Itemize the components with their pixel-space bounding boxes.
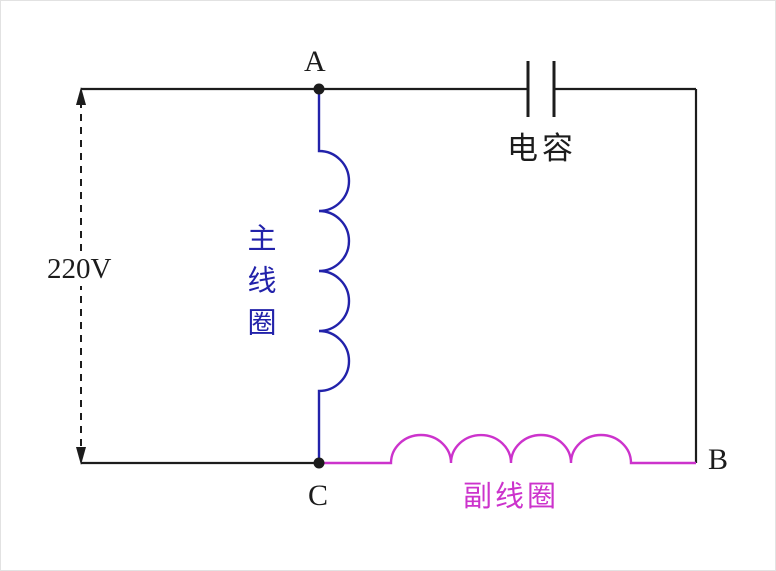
- main-coil-winding: [317, 89, 351, 463]
- capacitor-symbol: [526, 61, 556, 117]
- node-c-dot: [313, 457, 325, 469]
- node-b-label: B: [708, 443, 729, 476]
- main-coil-label: 主线圈: [243, 223, 275, 349]
- secondary-coil-label: 副线圈: [463, 481, 560, 513]
- secondary-coil-winding: [319, 433, 696, 465]
- capacitor-label: 电容: [507, 131, 577, 166]
- node-a-dot: [313, 83, 325, 95]
- up-arrowhead-icon: [76, 87, 86, 105]
- voltage-label: 220V: [43, 253, 116, 286]
- circuit-wires: [81, 87, 698, 465]
- node-c-label: C: [308, 479, 329, 512]
- node-a-label: A: [304, 45, 326, 78]
- down-arrowhead-icon: [76, 447, 86, 465]
